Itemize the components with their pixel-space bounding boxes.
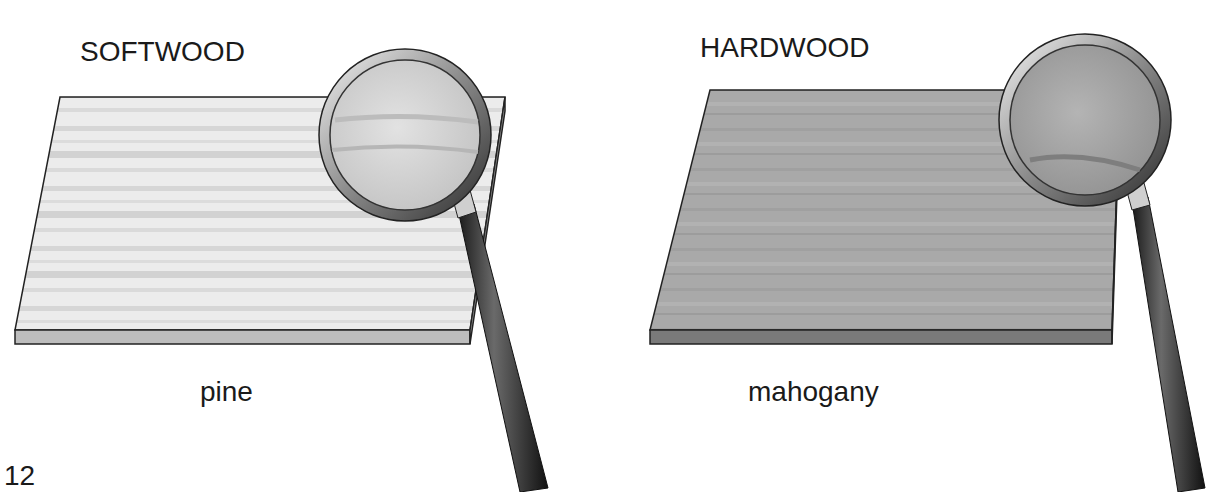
wood-type-heading: SOFTWOOD: [80, 38, 245, 66]
magnifying-glass: [319, 49, 548, 492]
page-number: 12: [4, 462, 35, 490]
wood-name: mahogany: [748, 378, 879, 406]
wood-name: pine: [200, 378, 253, 406]
wood-type-heading: HARDWOOD: [700, 34, 870, 62]
magnifying-glass: [999, 34, 1205, 492]
